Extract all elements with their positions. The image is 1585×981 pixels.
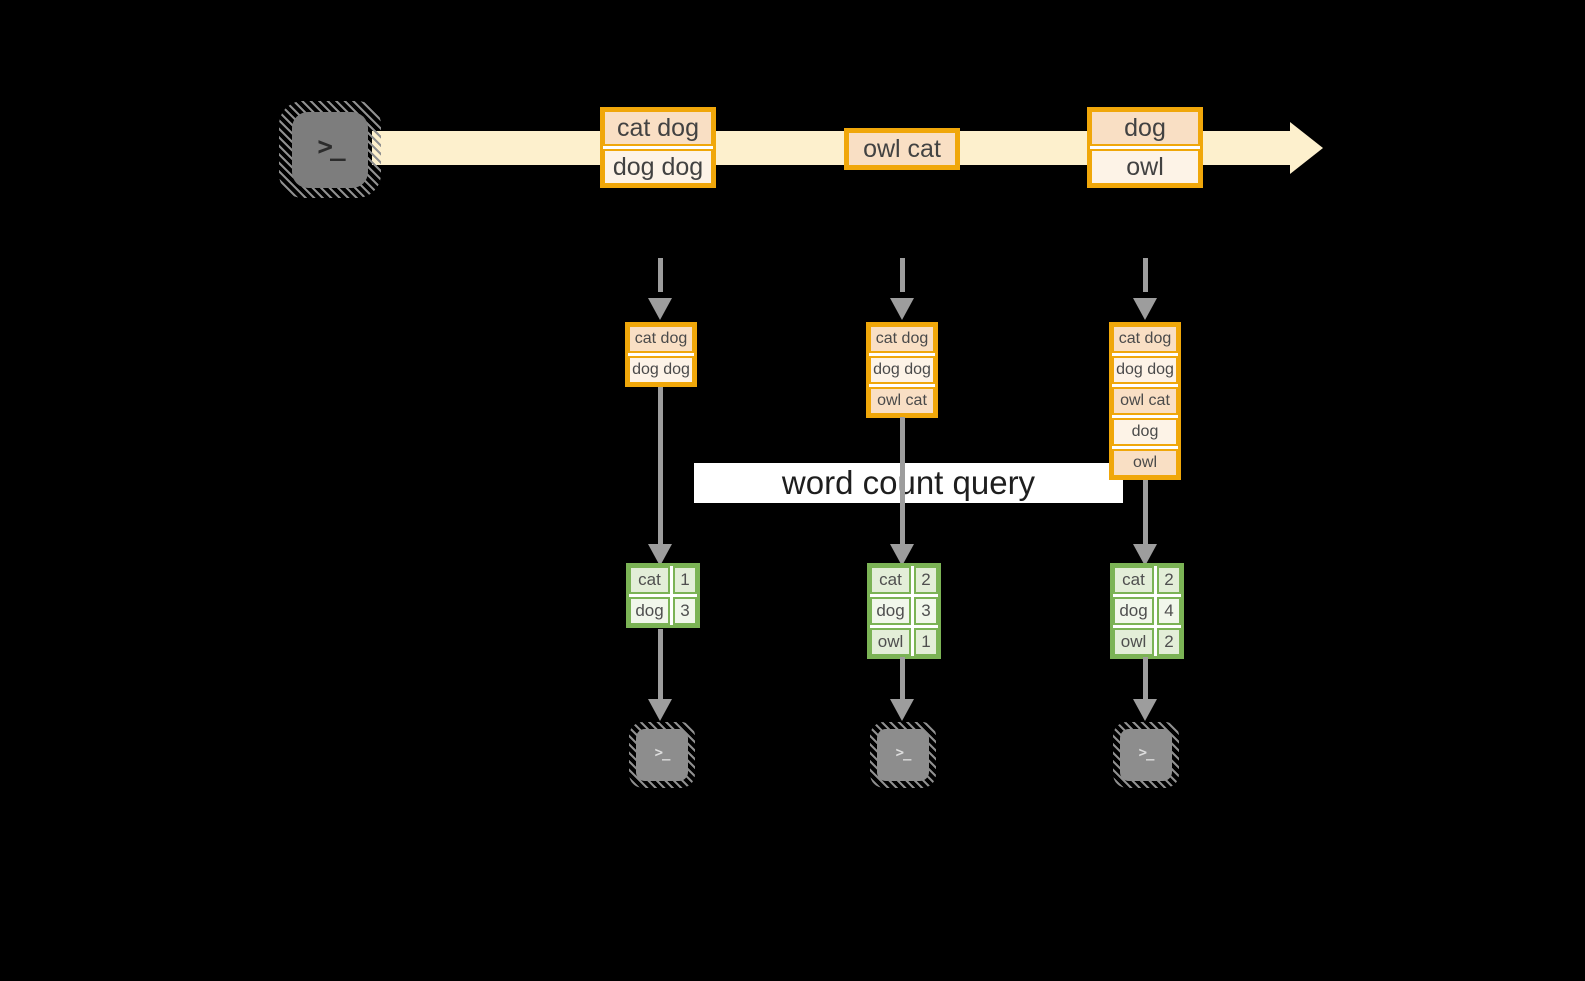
count-cell: 1 <box>673 566 697 594</box>
event-box-2: owl cat <box>844 128 960 170</box>
terminal-prompt-icon: >_ <box>895 745 912 761</box>
input-cell: cat dog <box>1112 325 1178 353</box>
result-arrow-line <box>1143 657 1148 700</box>
arrowhead-icon <box>1133 699 1157 721</box>
input-cell: cat dog <box>869 325 935 353</box>
input-cell: dog dog <box>628 356 694 384</box>
input-cell: cat dog <box>628 325 694 353</box>
input-stack-2: cat dog dog dog owl cat <box>866 322 938 418</box>
input-cell: owl cat <box>869 387 935 415</box>
input-stack-1: cat dog dog dog <box>625 322 697 387</box>
word-cell: cat <box>629 566 670 594</box>
arrowhead-icon <box>1133 544 1157 566</box>
arrowhead-icon <box>648 298 672 320</box>
event-cell: owl <box>1090 149 1200 185</box>
input-stack-3: cat dog dog dog owl cat dog owl <box>1109 322 1181 480</box>
terminal-prompt-icon: >_ <box>1138 745 1155 761</box>
event-cell: cat dog <box>603 110 713 146</box>
word-cell: cat <box>870 566 911 594</box>
terminal-sink-body: >_ <box>1120 729 1172 781</box>
terminal-source-body: >_ <box>292 112 368 188</box>
query-arrow-line <box>900 417 905 546</box>
input-cell: dog <box>1112 418 1178 446</box>
terminal-sink-icon: >_ <box>870 722 936 788</box>
word-cell: dog <box>870 597 911 625</box>
count-cell: 3 <box>673 597 697 625</box>
arrowhead-icon <box>648 699 672 721</box>
count-table-3: cat 2 dog 4 owl 2 <box>1110 563 1184 659</box>
arrow-line <box>658 258 663 292</box>
event-cell: owl cat <box>847 131 957 167</box>
arrowhead-icon <box>890 298 914 320</box>
word-cell: dog <box>629 597 670 625</box>
arrowhead-icon <box>890 544 914 566</box>
terminal-sink-icon: >_ <box>629 722 695 788</box>
event-box-3: dog owl <box>1087 107 1203 188</box>
input-cell: dog dog <box>1112 356 1178 384</box>
word-cell: owl <box>870 628 911 656</box>
query-arrow-line <box>658 387 663 546</box>
query-label: word count query <box>694 463 1123 503</box>
arrowhead-icon <box>890 699 914 721</box>
count-table-1: cat 1 dog 3 <box>626 563 700 628</box>
terminal-prompt-icon: >_ <box>317 132 345 162</box>
input-cell: owl <box>1112 449 1178 477</box>
count-cell: 2 <box>914 566 938 594</box>
result-arrow-line <box>900 657 905 700</box>
result-arrow-line <box>658 629 663 700</box>
stream-arrowhead-icon <box>1290 122 1323 174</box>
terminal-sink-body: >_ <box>636 729 688 781</box>
word-cell: dog <box>1113 597 1154 625</box>
arrowhead-icon <box>648 544 672 566</box>
word-cell: cat <box>1113 566 1154 594</box>
terminal-sink-body: >_ <box>877 729 929 781</box>
input-cell: owl cat <box>1112 387 1178 415</box>
terminal-source-icon: >_ <box>279 101 381 198</box>
terminal-prompt-icon: >_ <box>654 745 671 761</box>
arrowhead-line <box>1143 258 1148 292</box>
terminal-sink-icon: >_ <box>1113 722 1179 788</box>
event-box-1: cat dog dog dog <box>600 107 716 188</box>
event-cell: dog <box>1090 110 1200 146</box>
count-cell: 3 <box>914 597 938 625</box>
count-table-2: cat 2 dog 3 owl 1 <box>867 563 941 659</box>
count-cell: 2 <box>1157 566 1181 594</box>
input-cell: dog dog <box>869 356 935 384</box>
count-cell: 1 <box>914 628 938 656</box>
count-cell: 2 <box>1157 628 1181 656</box>
arrowhead-icon <box>1133 298 1157 320</box>
arrow-line <box>900 258 905 292</box>
count-cell: 4 <box>1157 597 1181 625</box>
event-cell: dog dog <box>603 149 713 185</box>
word-cell: owl <box>1113 628 1154 656</box>
query-arrow-line <box>1143 480 1148 546</box>
